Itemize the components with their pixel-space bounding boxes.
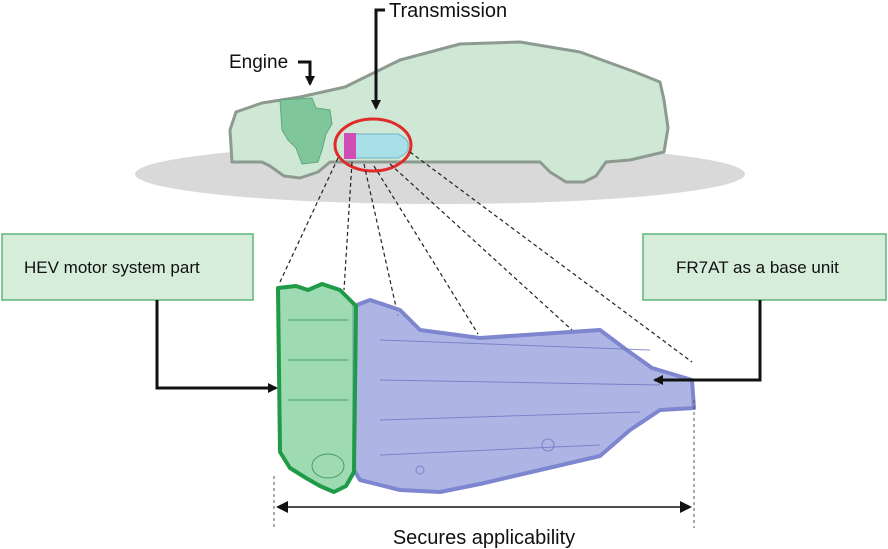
- car-silhouette: [228, 40, 670, 184]
- transmission-body-icon: [353, 133, 409, 159]
- transmission-arrow: [371, 8, 385, 110]
- engine-icon: [279, 97, 333, 165]
- base-box-label: FR7AT as a base unit: [676, 258, 839, 277]
- width-arrowhead-left: [276, 501, 288, 513]
- base-unit-part: [352, 298, 696, 494]
- base-box: [642, 233, 887, 301]
- hev-motor-part: [276, 282, 358, 494]
- width-arrowhead-right: [680, 501, 692, 513]
- width-extension-lines: [273, 400, 695, 528]
- base-arrow: [653, 300, 762, 385]
- hev-box-label: HEV motor system part: [24, 258, 200, 277]
- highlight-ring: [333, 117, 413, 173]
- hev-detail-lines: [288, 319, 348, 479]
- transmission-label: Transmission: [389, 0, 507, 22]
- engine-label: Engine: [229, 52, 288, 73]
- engine-arrow: [298, 60, 315, 86]
- base-unit-detail-lines: [379, 339, 661, 475]
- hev-arrow: [155, 300, 278, 393]
- transmission-front-icon: [344, 133, 356, 159]
- projection-lines: [279, 151, 693, 363]
- bottom-label: Secures applicability: [393, 527, 575, 549]
- hev-box: [1, 233, 254, 301]
